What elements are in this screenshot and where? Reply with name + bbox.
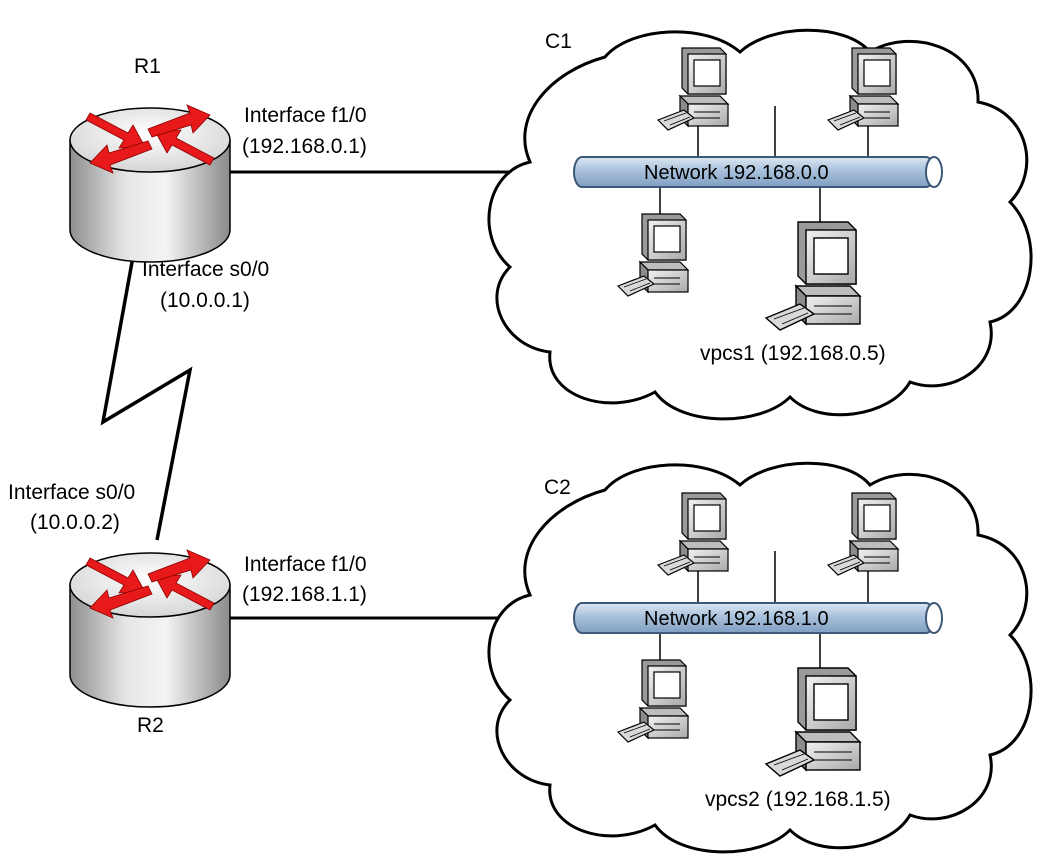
r1-serial-ip: (10.0.0.1) <box>160 289 250 312</box>
cloud-c1-name: C1 <box>545 30 572 53</box>
r2-lan-interface: Interface f1/0 <box>244 553 367 576</box>
r1-lan-ip: (192.168.0.1) <box>242 135 367 158</box>
network-bus-c1: Network 192.168.0.0 <box>573 156 943 188</box>
router-r2: R2 <box>69 549 231 737</box>
host-label-c1: vpcs1 (192.168.0.5) <box>700 342 886 365</box>
cloud-c2-name: C2 <box>544 476 571 499</box>
cloud-c1: C1 Network 192.168.0.0 vpcs1 (192.168.0.… <box>487 28 1033 421</box>
r1-serial-interface: Interface s0/0 <box>142 258 269 281</box>
r2-lan-ip: (192.168.1.1) <box>242 583 367 606</box>
router-icon <box>69 104 231 263</box>
host-label-c2: vpcs2 (192.168.1.5) <box>705 788 891 811</box>
network-bus-c2: Network 192.168.1.0 <box>573 602 943 634</box>
router-icon <box>69 549 231 708</box>
network-label-c2: Network 192.168.1.0 <box>644 608 829 630</box>
r1-lan-interface: Interface f1/0 <box>244 104 367 127</box>
router-r1-name: R1 <box>134 55 161 78</box>
serial-link <box>100 239 193 541</box>
router-r2-name: R2 <box>137 714 164 737</box>
cloud-c2: C2 Network 192.168.1.0 vpcs2 (192.168.1.… <box>487 461 1033 854</box>
r2-serial-interface: Interface s0/0 <box>8 481 135 504</box>
router-r1: R1 <box>69 55 231 263</box>
r2-serial-ip: (10.0.0.2) <box>30 511 120 534</box>
network-label-c1: Network 192.168.0.0 <box>644 162 829 184</box>
